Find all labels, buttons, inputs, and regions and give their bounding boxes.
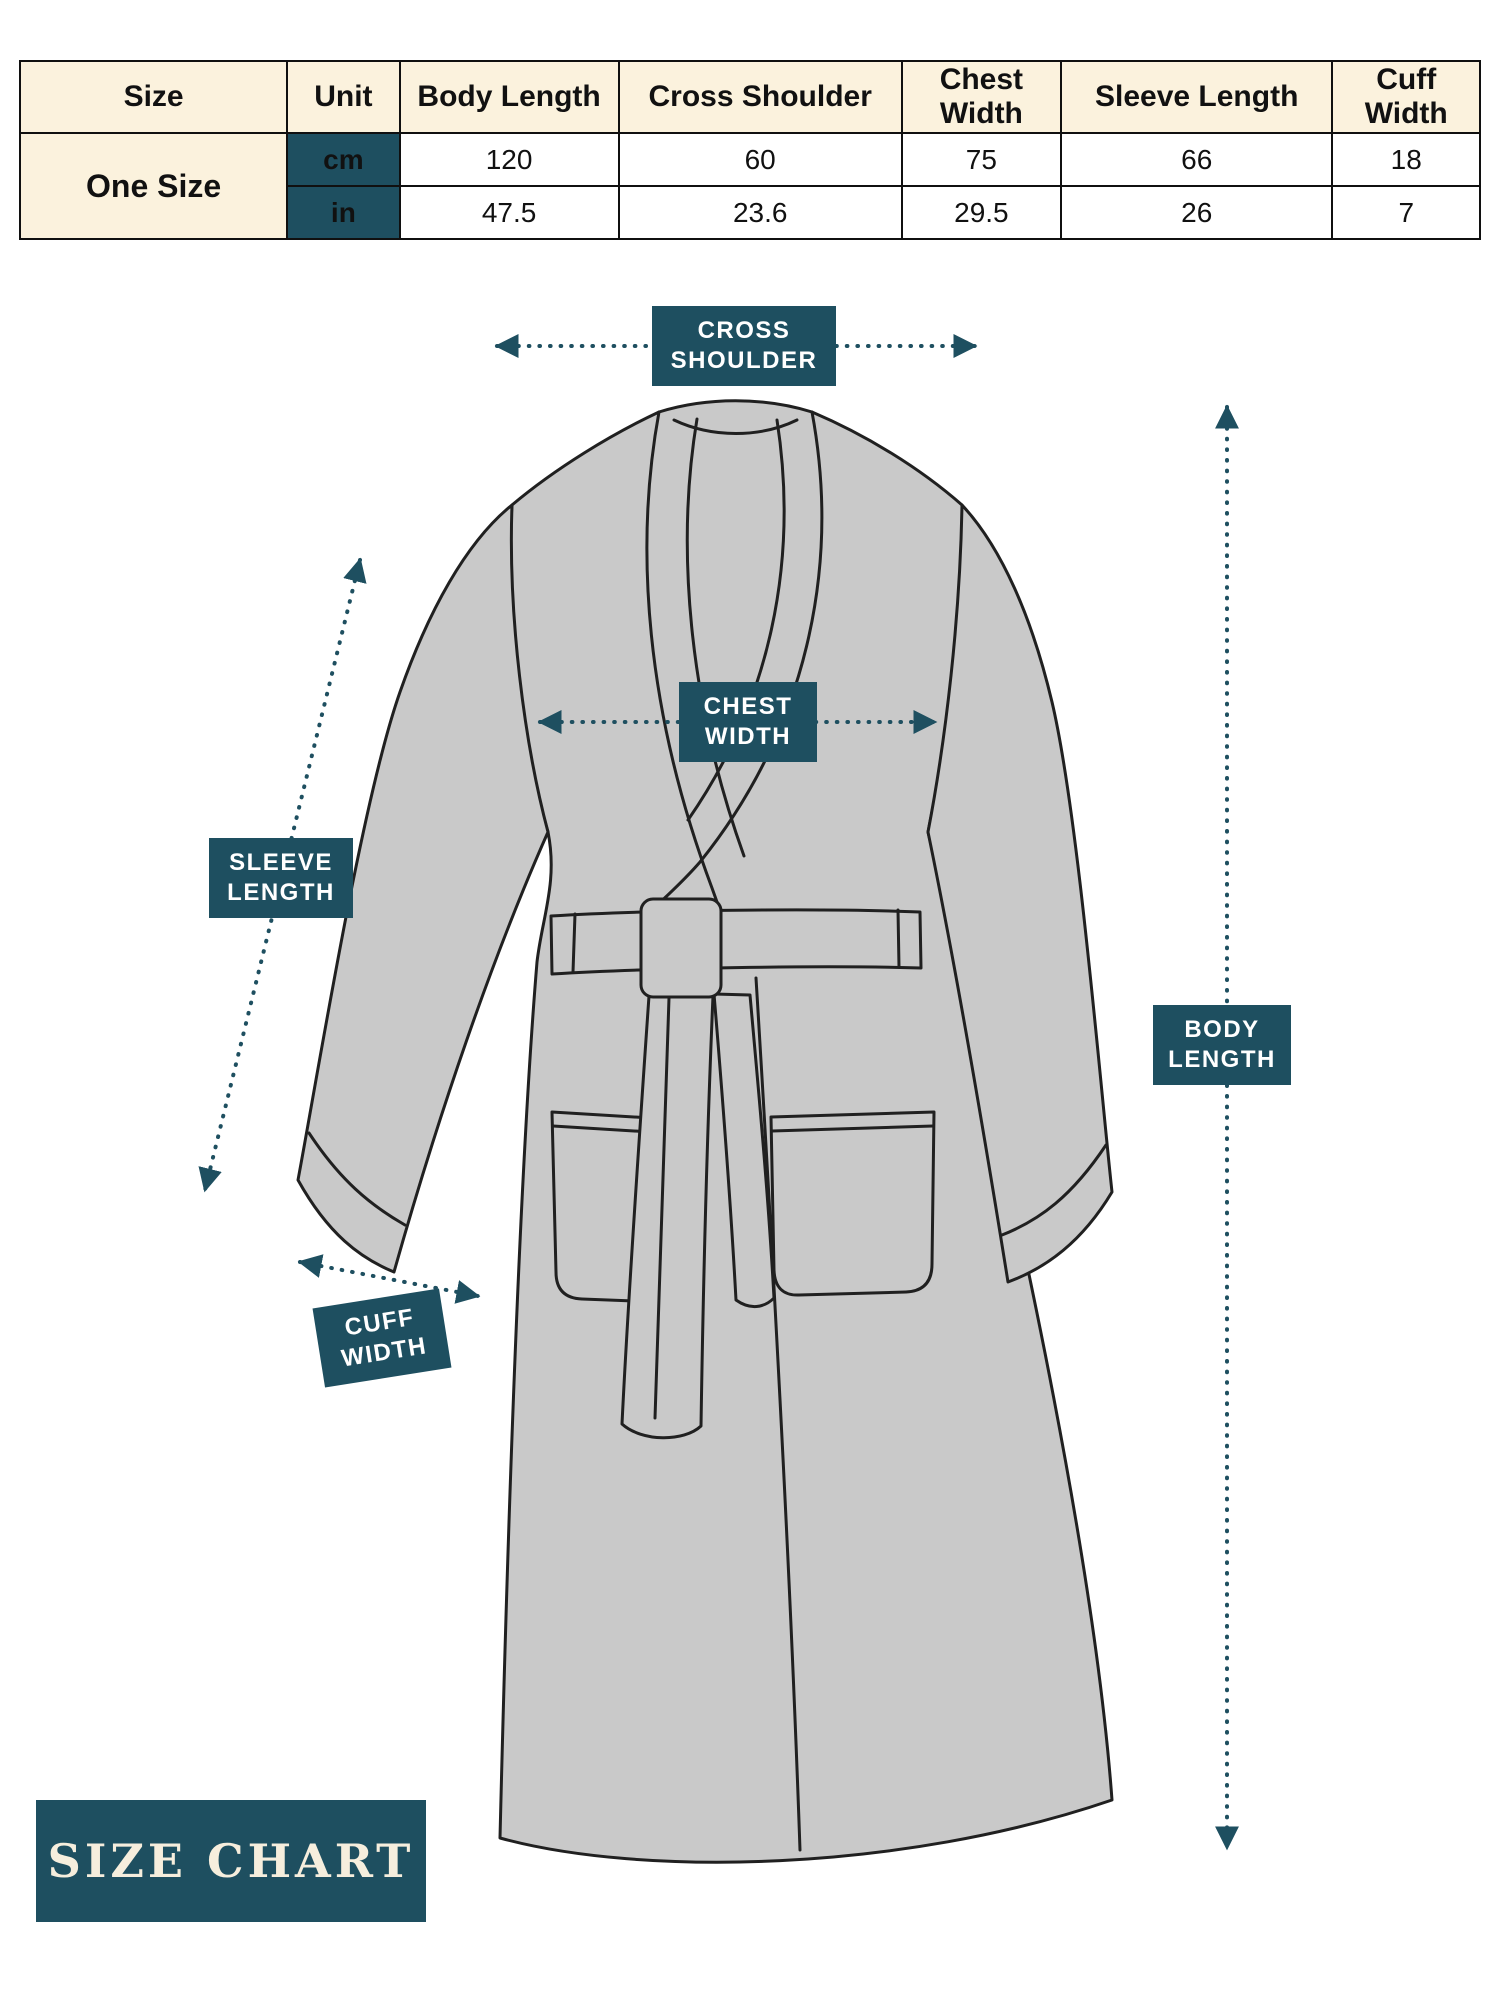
body-length-cm: 120	[398, 132, 620, 187]
col-header-cuff-width: Cuff Width	[1331, 60, 1481, 134]
col-header-size: Size	[18, 60, 289, 134]
measurement-arrows	[198, 334, 1239, 1851]
robe-belt-knot	[639, 897, 723, 999]
robe-front-seam	[754, 976, 802, 1852]
robe-belt-tail-crease	[653, 996, 671, 1420]
chest-width-label: CHEST WIDTH	[679, 682, 817, 762]
col-header-cross-shoulder: Cross Shoulder	[617, 60, 903, 134]
chest-width-in: 29.5	[900, 185, 1062, 240]
cross-shoulder-label: CROSS SHOULDER	[652, 306, 836, 386]
cross-shoulder-in: 23.6	[617, 185, 903, 240]
table-header-row: Size Unit Body Length Cross Shoulder Che…	[18, 60, 1481, 134]
col-header-unit: Unit	[286, 60, 401, 134]
body-length-in: 47.5	[398, 185, 620, 240]
robe-lapel-left-outer	[645, 410, 724, 918]
robe-illustration	[296, 399, 1114, 1864]
robe-belt-tail-front	[620, 994, 715, 1440]
table-row-in: in 47.5 23.6 29.5 26 7	[20, 185, 1481, 240]
sleeve-length-cm: 66	[1059, 132, 1334, 187]
col-header-sleeve-length: Sleeve Length	[1059, 60, 1334, 134]
sleeve-length-in: 26	[1059, 185, 1334, 240]
robe-lapel-left-inner	[685, 417, 746, 858]
col-header-body-length: Body Length	[398, 60, 620, 134]
size-chart-title: SIZE CHART	[47, 1834, 415, 1888]
cross-shoulder-cm: 60	[617, 132, 903, 187]
col-header-chest-width: Chest Width	[900, 60, 1062, 134]
cuff-width-in: 7	[1331, 185, 1481, 240]
robe-belt-loop-left	[571, 912, 577, 974]
table-row-cm: One Size cm 120 60 75 66 18	[18, 132, 1481, 240]
sleeve-length-label: SLEEVE LENGTH	[209, 838, 353, 918]
size-chart-title-badge: SIZE CHART	[36, 1800, 426, 1922]
robe-belt-band	[549, 908, 923, 976]
unit-cm: cm	[286, 132, 401, 187]
unit-in: in	[286, 185, 401, 240]
sleeve-length-arrow	[198, 557, 367, 1193]
cuff-width-cm: 18	[1331, 132, 1481, 187]
robe-cuff-line-right	[1000, 1143, 1108, 1237]
size-table: Size Unit Body Length Cross Shoulder Che…	[18, 60, 1481, 240]
robe-pocket-right-hem	[770, 1124, 935, 1133]
robe-neck-seam	[672, 418, 799, 435]
size-value: One Size	[18, 132, 289, 240]
robe-belt-tail-right	[712, 992, 776, 1308]
robe-lapel-right-inner	[686, 418, 786, 822]
chest-width-cm: 75	[900, 132, 1062, 187]
robe-sleeve-right	[926, 503, 1114, 1284]
measurements-table: Size Unit Body Length Cross Shoulder Che…	[18, 60, 1481, 240]
robe-pocket-right	[769, 1110, 936, 1297]
body-length-label: BODY LENGTH	[1153, 1005, 1291, 1085]
cuff-width-arrow	[297, 1254, 481, 1304]
robe-belt-loop-right	[896, 908, 901, 969]
